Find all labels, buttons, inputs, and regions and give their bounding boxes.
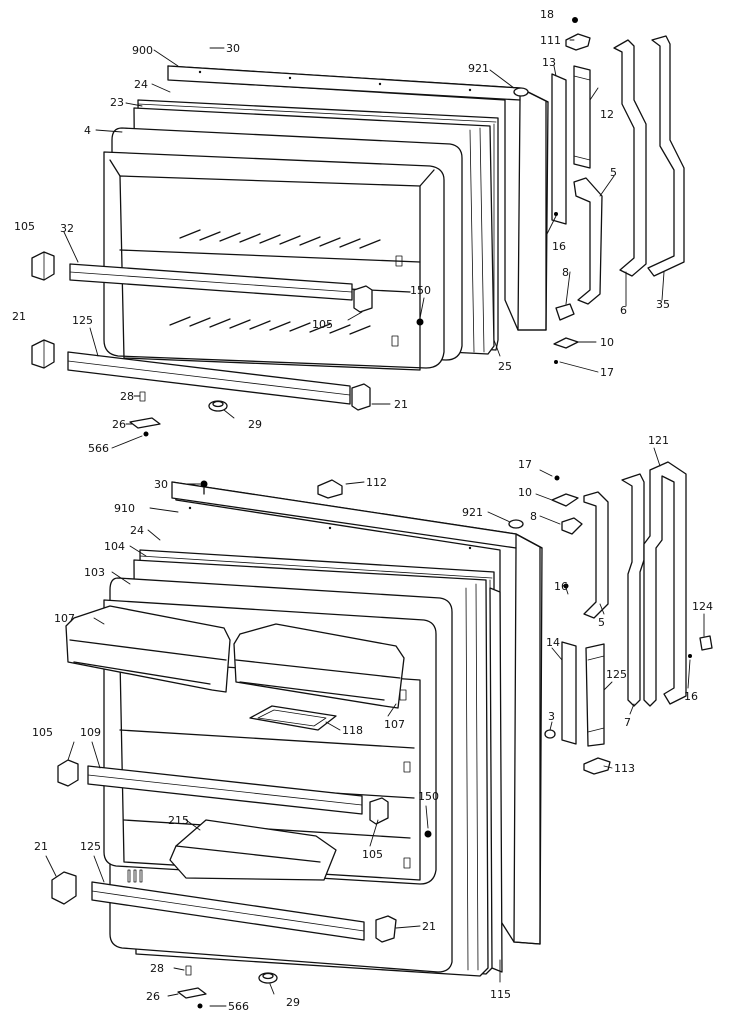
lower-shelf-bar xyxy=(87,765,363,815)
callout-103: 103 xyxy=(84,566,105,579)
callout-24-lower: 24 xyxy=(130,524,144,537)
callout-566: 566 xyxy=(88,442,109,455)
callout-24: 24 xyxy=(134,78,148,91)
callout-109: 109 xyxy=(80,726,101,739)
lower-hinge-hardware xyxy=(544,461,713,775)
callout-13: 13 xyxy=(542,56,556,69)
callout-29-lower: 29 xyxy=(286,996,300,1009)
callout-124: 124 xyxy=(692,600,713,613)
callout-115: 115 xyxy=(490,988,511,1001)
callout-18: 18 xyxy=(540,8,554,21)
callout-118: 118 xyxy=(342,724,363,737)
callout-17-lower: 17 xyxy=(518,458,532,471)
callout-150-lower: 150 xyxy=(418,790,439,803)
callout-910: 910 xyxy=(114,502,135,515)
callout-21-lower-right: 21 xyxy=(422,920,436,933)
callout-21-left: 21 xyxy=(12,310,26,323)
callout-21-lower-left: 21 xyxy=(34,840,48,853)
callout-104: 104 xyxy=(104,540,125,553)
callout-113: 113 xyxy=(614,762,635,775)
callout-14: 14 xyxy=(546,636,560,649)
callout-16-lower-a: 16 xyxy=(554,580,568,593)
callout-125-lower-a: 125 xyxy=(606,668,627,681)
lower-small-hardware xyxy=(177,479,432,1009)
lower-dairy-bins xyxy=(65,605,405,709)
callout-5-lower: 5 xyxy=(598,616,605,629)
lower-door-assembly xyxy=(51,461,713,1009)
callout-105-right: 105 xyxy=(312,318,333,331)
callout-29: 29 xyxy=(248,418,262,431)
callout-23: 23 xyxy=(110,96,124,109)
callout-25: 25 xyxy=(498,360,512,373)
callout-30-lower: 30 xyxy=(154,478,168,491)
callout-121: 121 xyxy=(648,434,669,447)
callout-111: 111 xyxy=(540,34,561,47)
callout-12: 12 xyxy=(600,108,614,121)
callout-4: 4 xyxy=(84,124,91,137)
callout-105-lower-left: 105 xyxy=(32,726,53,739)
upper-end-caps xyxy=(31,251,373,411)
upper-small-hardware xyxy=(129,318,424,437)
callout-566-lower: 566 xyxy=(228,1000,249,1013)
lower-end-caps xyxy=(51,759,397,943)
callout-6: 6 xyxy=(620,304,627,317)
callout-8: 8 xyxy=(562,266,569,279)
callout-7: 7 xyxy=(624,716,631,729)
callout-105-left: 105 xyxy=(14,220,35,233)
callout-28: 28 xyxy=(120,390,134,403)
callout-107-right: 107 xyxy=(384,718,405,731)
callout-30: 30 xyxy=(226,42,240,55)
upper-hinge-hardware xyxy=(551,17,685,364)
callout-16: 16 xyxy=(552,240,566,253)
lower-tray xyxy=(249,705,337,731)
callout-28-lower: 28 xyxy=(150,962,164,975)
callout-107-left: 107 xyxy=(54,612,75,625)
upper-outer-panel xyxy=(167,65,549,331)
callout-105-lower-right: 105 xyxy=(362,848,383,861)
callout-900: 900 xyxy=(132,44,153,57)
lower-bottle-bin xyxy=(169,819,337,881)
upper-callouts: 18 30 900 111 921 13 12 24 23 4 5 16 105… xyxy=(12,8,670,455)
callout-32: 32 xyxy=(60,222,74,235)
lower-callouts: 30 112 17 121 10 910 921 8 24 104 103 16… xyxy=(32,434,713,1013)
upper-inner-liner xyxy=(103,127,463,371)
callout-150: 150 xyxy=(410,284,431,297)
callout-10-lower: 10 xyxy=(518,486,532,499)
callout-16-lower-b: 16 xyxy=(684,690,698,703)
callout-921-lower: 921 xyxy=(462,506,483,519)
leader-lines xyxy=(45,39,705,1007)
callout-125: 125 xyxy=(72,314,93,327)
callout-35: 35 xyxy=(656,298,670,311)
callout-921: 921 xyxy=(468,62,489,75)
callout-5: 5 xyxy=(610,166,617,179)
upper-door-assembly xyxy=(31,17,685,437)
callout-17: 17 xyxy=(600,366,614,379)
callout-112: 112 xyxy=(366,476,387,489)
upper-shelf-bar-lower xyxy=(67,351,351,405)
callout-125-lower-b: 125 xyxy=(80,840,101,853)
callout-26: 26 xyxy=(112,418,126,431)
callout-10: 10 xyxy=(600,336,614,349)
callout-3: 3 xyxy=(548,710,555,723)
callout-215: 215 xyxy=(168,814,189,827)
callout-21-right: 21 xyxy=(394,398,408,411)
lower-shelf-bar-lower xyxy=(91,881,365,941)
upper-shelf-bar xyxy=(69,263,353,301)
lower-outer-panel xyxy=(171,481,543,945)
callout-26-lower: 26 xyxy=(146,990,160,1003)
callout-8-lower: 8 xyxy=(530,510,537,523)
